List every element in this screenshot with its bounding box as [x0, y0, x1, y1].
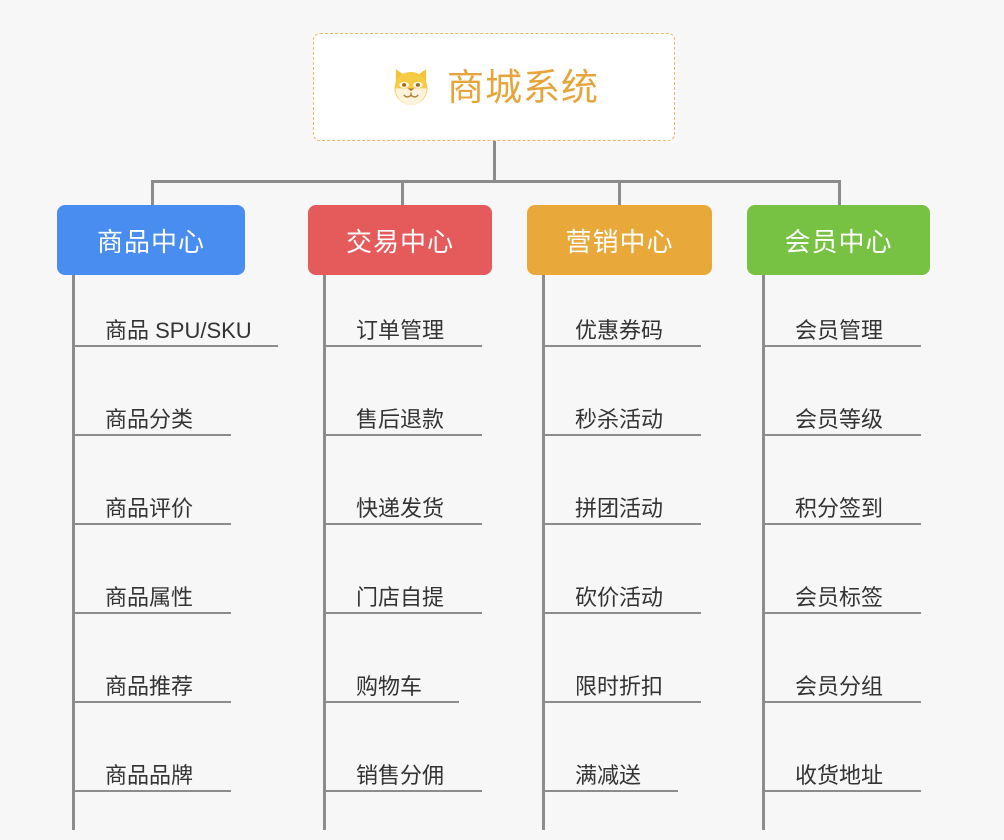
branch-header-会员中心[interactable]: 会员中心	[747, 205, 930, 275]
branch-header-label: 交易中心	[345, 226, 454, 257]
leaf-item[interactable]: 会员等级	[763, 392, 921, 436]
leaf-label: 快递发货	[356, 495, 445, 521]
branch-bus-connector	[152, 180, 841, 183]
leaf-label: 会员管理	[795, 317, 884, 343]
leaf-item[interactable]: 收货地址	[763, 748, 921, 792]
leaf-item[interactable]: 商品品牌	[73, 748, 231, 792]
branch-spine-connector-2	[323, 275, 326, 830]
leaf-label: 积分签到	[795, 495, 884, 521]
leaf-item[interactable]: 优惠券码	[543, 303, 701, 347]
leaf-item[interactable]: 商品评价	[73, 481, 231, 525]
branch-drop-connector-4	[838, 180, 841, 206]
leaf-item[interactable]: 积分签到	[763, 481, 921, 525]
leaf-label: 商品分类	[105, 406, 194, 432]
leaf-label: 拼团活动	[575, 495, 664, 521]
leaf-label: 订单管理	[356, 317, 445, 343]
branch-header-label: 营销中心	[565, 226, 674, 257]
branch-header-label: 会员中心	[784, 226, 893, 257]
leaf-label: 商品评价	[105, 495, 194, 521]
leaf-label: 会员等级	[795, 406, 884, 432]
leaf-item[interactable]: 门店自提	[324, 570, 482, 614]
leaf-label: 限时折扣	[575, 673, 664, 699]
root-title: 商城系统	[447, 66, 599, 108]
leaf-label: 商品品牌	[105, 762, 194, 788]
leaf-item[interactable]: 购物车	[324, 659, 459, 703]
leaf-item[interactable]: 商品属性	[73, 570, 231, 614]
leaf-label: 销售分佣	[356, 762, 445, 788]
leaf-item[interactable]: 订单管理	[324, 303, 482, 347]
branch-drop-connector-3	[618, 180, 621, 206]
leaf-label: 会员分组	[795, 673, 884, 699]
leaf-label: 秒杀活动	[575, 406, 664, 432]
branch-spine-connector-4	[762, 275, 765, 830]
leaf-label: 优惠券码	[575, 317, 664, 343]
leaf-label: 商品推荐	[105, 673, 194, 699]
leaf-item[interactable]: 快递发货	[324, 481, 482, 525]
branch-header-交易中心[interactable]: 交易中心	[308, 205, 492, 275]
branch-drop-connector-1	[151, 180, 154, 206]
leaf-label: 售后退款	[356, 406, 445, 432]
leaf-label: 商品属性	[105, 584, 194, 610]
leaf-label: 会员标签	[795, 584, 884, 610]
leaf-item[interactable]: 秒杀活动	[543, 392, 701, 436]
branch-spine-connector-1	[72, 275, 75, 830]
shiba-dog-face-icon	[389, 65, 433, 109]
leaf-item[interactable]: 砍价活动	[543, 570, 701, 614]
leaf-item[interactable]: 会员分组	[763, 659, 921, 703]
leaf-label: 购物车	[356, 673, 423, 699]
leaf-label: 商品 SPU/SKU	[105, 317, 252, 343]
branch-header-商品中心[interactable]: 商品中心	[57, 205, 245, 275]
leaf-item[interactable]: 满减送	[543, 748, 678, 792]
root-stem-connector	[493, 141, 496, 182]
branch-header-营销中心[interactable]: 营销中心	[527, 205, 712, 275]
branch-drop-connector-2	[401, 180, 404, 206]
leaf-label: 收货地址	[795, 762, 884, 788]
leaf-item[interactable]: 会员标签	[763, 570, 921, 614]
leaf-item[interactable]: 商品 SPU/SKU	[73, 303, 278, 347]
leaf-label: 门店自提	[356, 584, 445, 610]
leaf-item[interactable]: 商品分类	[73, 392, 231, 436]
branch-header-label: 商品中心	[96, 226, 205, 257]
leaf-label: 满减送	[575, 762, 642, 788]
leaf-item[interactable]: 限时折扣	[543, 659, 701, 703]
leaf-item[interactable]: 拼团活动	[543, 481, 701, 525]
leaf-item[interactable]: 销售分佣	[324, 748, 482, 792]
leaf-item[interactable]: 售后退款	[324, 392, 482, 436]
leaf-label: 砍价活动	[575, 584, 664, 610]
leaf-item[interactable]: 商品推荐	[73, 659, 231, 703]
root-node[interactable]: 商城系统	[313, 33, 675, 141]
leaf-item[interactable]: 会员管理	[763, 303, 921, 347]
branch-spine-connector-3	[542, 275, 545, 830]
